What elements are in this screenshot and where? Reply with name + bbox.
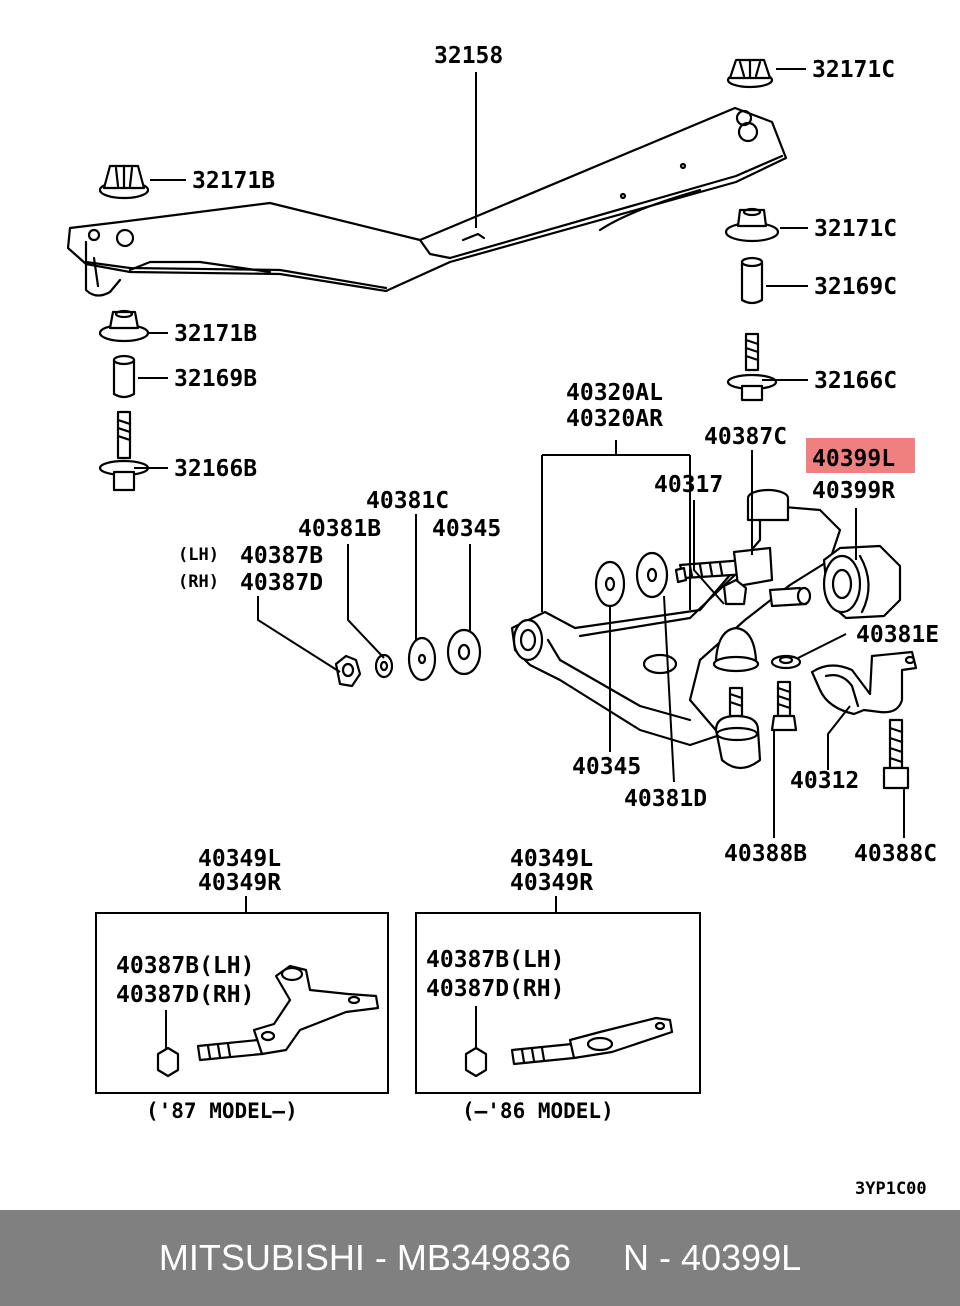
box1-arm-drawing <box>252 964 380 1056</box>
label-box2-40349r: 40349R <box>510 870 593 896</box>
highlight-40399l <box>806 438 915 473</box>
label-40345-top: 40345 <box>432 516 501 542</box>
collar-32169b-drawing <box>112 354 136 399</box>
label-40381c: 40381C <box>366 488 449 514</box>
caption-87-model: ('87 MODEL—) <box>146 1099 298 1123</box>
footer-bar: MITSUBISHI - MB349836 N - 40399L <box>0 1210 960 1306</box>
label-32171b-low: 32171B <box>174 321 257 347</box>
label-32171c-top: 32171C <box>812 57 895 83</box>
label-box1-40387d: 40387D(RH) <box>116 982 254 1008</box>
label-40381b: 40381B <box>298 516 381 542</box>
label-40320ar: 40320AR <box>566 406 663 432</box>
label-32166b: 32166B <box>174 456 257 482</box>
label-box2-40387d: 40387D(RH) <box>426 976 564 1002</box>
label-box1-40349l: 40349L <box>198 846 281 872</box>
box2-arm-drawing <box>568 1016 674 1060</box>
inset-86-model: 40349L 40349R 40387B(LH) 40387D(RH) (—'8… <box>415 846 701 1123</box>
bolt-32166b-drawing <box>98 410 150 492</box>
inset-87-frame <box>95 912 389 1094</box>
label-box1-40349r: 40349R <box>198 870 281 896</box>
label-32171b-top: 32171B <box>192 168 275 194</box>
label-lh-tag: (LH) <box>178 545 219 565</box>
label-box2-40349l: 40349L <box>510 846 593 872</box>
nut-40381b-drawing <box>374 653 394 679</box>
washer-40381d-drawing <box>635 551 669 599</box>
bolt-40388b-drawing <box>770 680 798 732</box>
label-40387d: 40387D <box>240 570 323 596</box>
mount-32171b-top-drawing <box>98 164 150 200</box>
bolt-small-40317-drawing <box>674 566 688 584</box>
label-40381d: 40381D <box>624 786 707 812</box>
label-40388b: 40388B <box>724 841 807 867</box>
label-40320al: 40320AL <box>566 380 663 406</box>
washer-40345-low-drawing <box>594 560 626 608</box>
washer-40381c-drawing <box>407 636 437 682</box>
bolt-32166c-drawing <box>726 332 778 402</box>
ball-joint-lower-drawing <box>714 686 762 770</box>
ball-joint-upper-drawing <box>712 578 760 673</box>
label-40317: 40317 <box>654 472 723 498</box>
leader-lines <box>134 68 905 838</box>
crossmember-drawing <box>66 106 788 297</box>
box2-nut-drawing <box>464 1046 488 1078</box>
mount-32171c-mid-drawing <box>724 207 780 243</box>
bolt-40388c-drawing <box>882 718 910 790</box>
box1-nut-drawing <box>156 1046 180 1078</box>
label-box1-40387b: 40387B(LH) <box>116 953 254 979</box>
label-40345-low: 40345 <box>572 754 641 780</box>
label-40387b: 40387B <box>240 543 323 569</box>
mount-32171b-low-drawing <box>98 309 150 343</box>
label-40312: 40312 <box>790 768 859 794</box>
inset-87-model: 40349L 40349R 40387B(LH) 40387D(RH) ('87… <box>95 846 389 1123</box>
label-40399l: 40399L <box>812 446 895 472</box>
washer-40345-top-drawing <box>446 628 482 676</box>
footer-reference: N - 40399L <box>623 1237 802 1278</box>
nut-40381e-drawing <box>770 654 802 670</box>
label-32166c: 32166C <box>814 368 897 394</box>
label-32169c: 32169C <box>814 274 897 300</box>
label-box2-40387b: 40387B(LH) <box>426 947 564 973</box>
nut-40387-drawing <box>334 654 362 688</box>
bolt-40317-end-drawing <box>768 586 812 608</box>
label-40388c: 40388C <box>854 841 937 867</box>
mount-32171c-top-drawing <box>726 58 774 89</box>
collar-32169c-drawing <box>740 256 764 305</box>
footer-brand-part-number: MITSUBISHI - MB349836 <box>158 1237 571 1278</box>
label-rh-tag: (RH) <box>178 572 219 592</box>
inset-86-frame <box>415 912 701 1094</box>
bracket-40312-drawing <box>810 650 918 716</box>
label-40399r: 40399R <box>812 478 895 504</box>
caption-86-model: (—'86 MODEL) <box>462 1099 614 1123</box>
stabilizer-bushing-40399-drawing <box>822 544 902 620</box>
label-40381e: 40381E <box>856 622 939 648</box>
label-40387c: 40387C <box>704 424 787 450</box>
figure-code: 3YP1C00 <box>855 1179 927 1199</box>
label-32171c-mid: 32171C <box>814 216 897 242</box>
exploded-parts-diagram: 32158 32171C 32171B 32171C 32169C 32166C… <box>66 43 939 1199</box>
label-32169b: 32169B <box>174 366 257 392</box>
label-32158: 32158 <box>434 43 503 69</box>
